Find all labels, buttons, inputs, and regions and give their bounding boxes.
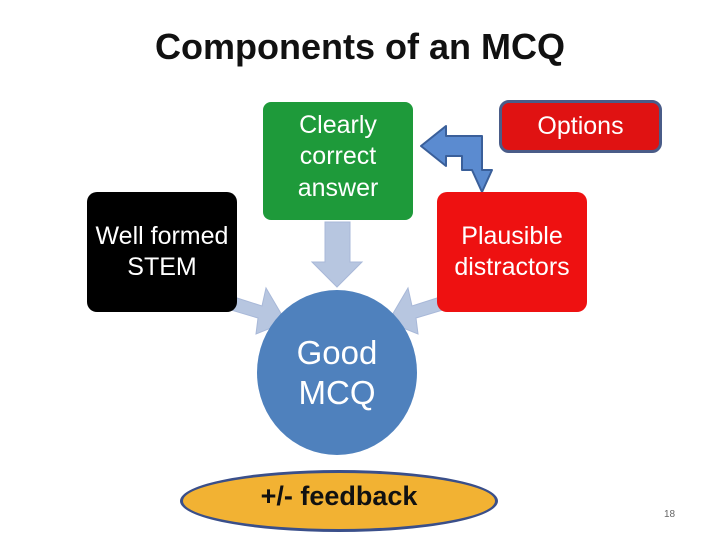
distractors-box: Plausible distractors — [437, 192, 587, 312]
page-number: 18 — [664, 509, 676, 520]
correct-answer-label: Clearly correct answer — [297, 111, 379, 202]
down-arrow — [310, 221, 364, 288]
options-box: Options — [499, 100, 662, 153]
options-bent-arrow — [420, 125, 493, 193]
stem-label: Well formed STEM — [95, 221, 229, 281]
distractors-label: Plausible distractors — [454, 221, 570, 281]
good-mcq-label: Good MCQ — [296, 333, 378, 411]
slide-title: Components of an MCQ — [155, 26, 565, 67]
correct-answer-box: Clearly correct answer — [263, 102, 413, 220]
feedback-ellipse: +/- feedback — [180, 470, 498, 532]
good-mcq-circle: Good MCQ — [257, 290, 417, 455]
feedback-label: +/- feedback — [260, 481, 418, 512]
stem-box: Well formed STEM — [87, 192, 237, 312]
options-label: Options — [537, 111, 624, 140]
